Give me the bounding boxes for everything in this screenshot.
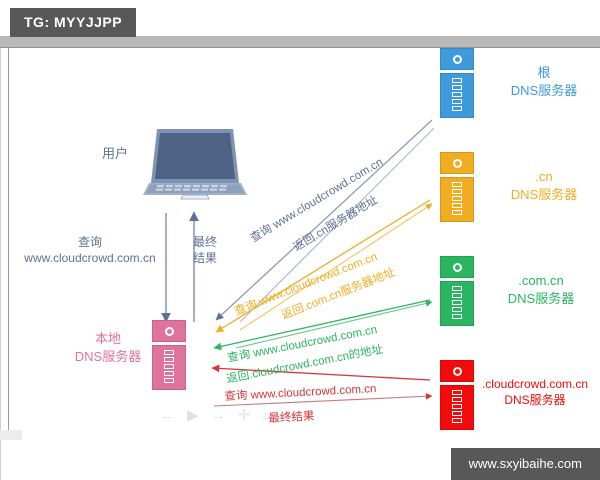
drive-bay	[452, 203, 462, 208]
label-local-dns: 本地 DNS服务器	[64, 330, 152, 365]
label-leaf-dns-line2: DNS服务器	[504, 393, 566, 408]
tg-badge: TG: MYYJJPP	[10, 8, 137, 37]
label-user-query-line2: www.cloudcrowd.com.cn	[24, 251, 156, 266]
server-head	[440, 360, 474, 382]
server-icon-cn-dns	[440, 152, 474, 222]
label-user-result-line1: 最终	[192, 235, 217, 249]
arrow-local-to-cn	[239, 203, 433, 331]
server-bays	[440, 177, 474, 222]
drive-bay	[452, 390, 462, 395]
label-leaf-dns: .cloudcrowd.com.cn DNS服务器	[470, 376, 600, 408]
label-root-dns: 根 DNS服务器	[492, 64, 596, 99]
server-head	[152, 320, 186, 342]
ghost-watermark-glyphs: ← ▶ → ✛ ▱ ✂	[160, 407, 304, 424]
server-gap	[152, 342, 186, 345]
drive-bay	[452, 189, 462, 194]
drive-bay	[452, 92, 462, 97]
server-head	[440, 152, 474, 174]
label-root-dns-line2: DNS服务器	[510, 82, 578, 98]
drive-bay	[452, 182, 462, 187]
drive-bay	[452, 99, 462, 104]
arrow-leaf-to-local	[211, 364, 431, 381]
drive-bay	[452, 78, 462, 83]
label-comcn-dns-line2: DNS服务器	[507, 290, 575, 306]
label-user: 用户	[101, 146, 128, 161]
drive-bay	[164, 357, 174, 362]
drive-bay	[164, 371, 174, 376]
label-cn-dns-line2: DNS服务器	[510, 186, 578, 202]
drive-bay	[452, 293, 462, 298]
site-watermark: www.sxyibaihe.com	[450, 448, 600, 480]
window-chrome-strip	[0, 36, 600, 48]
label-comcn-dns-line1: .com.cn	[518, 273, 564, 288]
server-icon-comcn-dns	[440, 256, 474, 326]
drive-bay	[452, 286, 462, 291]
drive-bay	[452, 210, 462, 215]
server-head	[440, 256, 474, 278]
label-cn-dns-line1: .cn	[535, 169, 553, 184]
server-bays	[440, 73, 474, 118]
label-local-dns-line1: 本地	[94, 331, 121, 346]
drive-bay	[452, 397, 462, 402]
arrow-local-to-comcn	[235, 300, 433, 349]
server-icon-root-dns	[440, 48, 474, 118]
power-led-icon	[164, 326, 174, 336]
drive-bay	[164, 364, 174, 369]
drive-bay	[452, 307, 462, 312]
power-led-icon	[452, 54, 462, 64]
label-leaf-dns-line1: .cloudcrowd.com.cn	[481, 377, 589, 391]
server-head	[440, 48, 474, 70]
drive-bay	[452, 300, 462, 305]
server-gap	[440, 382, 474, 385]
server-gap	[440, 70, 474, 73]
left-rail-foot	[0, 430, 22, 440]
label-user-query-line1: 查询	[77, 235, 102, 249]
drive-bay	[164, 378, 174, 383]
power-led-icon	[452, 366, 462, 376]
drive-bay	[452, 196, 462, 201]
diagram-canvas	[0, 47, 600, 480]
server-icon-leaf-dns	[440, 360, 474, 430]
drive-bay	[164, 350, 174, 355]
label-local-dns-line2: DNS服务器	[74, 348, 142, 364]
left-rail-divider	[8, 47, 9, 430]
server-icon-local-dns	[152, 320, 186, 390]
drive-bay	[452, 404, 462, 409]
arrow-cn-to-local	[215, 199, 431, 333]
arrow-local-to-leaf	[213, 392, 433, 407]
label-user-result-line2: 结果	[192, 251, 217, 266]
arrow-comcn-to-local	[213, 299, 431, 351]
label-comcn-dns: .com.cn DNS服务器	[484, 272, 598, 307]
arrow-root-to-local	[215, 119, 433, 321]
arrow-local-to-root	[239, 127, 435, 323]
server-bays	[440, 385, 474, 430]
server-bays	[440, 281, 474, 326]
drive-bay	[452, 314, 462, 319]
drive-bay	[452, 411, 462, 416]
label-user-result: 最终 结果	[178, 234, 232, 266]
power-led-icon	[452, 158, 462, 168]
label-leaf-reply: 最终结果	[268, 410, 315, 425]
power-led-icon	[452, 262, 462, 272]
label-cn-dns: .cn DNS服务器	[492, 168, 596, 203]
server-gap	[440, 278, 474, 281]
drive-bay	[452, 106, 462, 111]
drive-bay	[452, 418, 462, 423]
server-gap	[440, 174, 474, 177]
label-user-query: 查询 www.cloudcrowd.com.cn	[10, 234, 170, 266]
label-root-dns-line1: 根	[537, 65, 551, 80]
drive-bay	[452, 85, 462, 90]
laptop-icon	[143, 127, 247, 201]
server-bays	[152, 345, 186, 390]
